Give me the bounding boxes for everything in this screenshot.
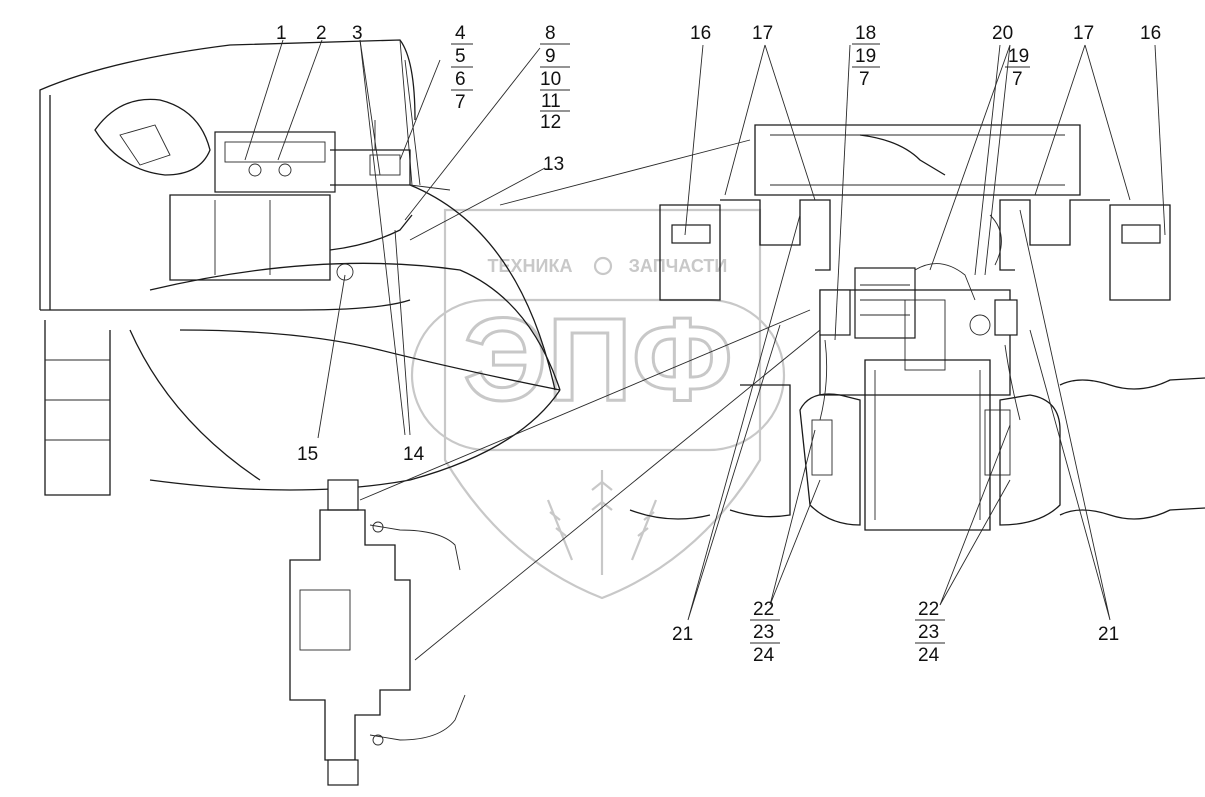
watermark-right-caption: ЗАПЧАСТИ: [629, 256, 728, 276]
callout-20: 20: [992, 23, 1013, 44]
callout-10: 10: [540, 69, 561, 90]
callout-22-left: 22: [753, 599, 774, 620]
callout-23-left: 23: [753, 622, 774, 643]
callout-16-left: 16: [690, 23, 711, 44]
callout-21-left: 21: [672, 624, 693, 645]
leader-lines: [244, 39, 1166, 661]
cab-side-view: [39, 39, 561, 496]
callout-12: 12: [540, 112, 561, 133]
callout-5: 5: [455, 46, 466, 67]
callout-6: 6: [455, 69, 466, 90]
watermark-left-caption: ТЕХНИКА: [488, 256, 573, 276]
callout-labels: 1 2 3 4 5 6 7 8 9 10 11 12 13 14 15 16 1…: [276, 23, 1161, 666]
callout-21-right: 21: [1098, 624, 1119, 645]
callout-22-right: 22: [918, 599, 939, 620]
callout-9: 9: [545, 46, 556, 67]
callout-11: 11: [541, 91, 561, 112]
callout-23-right: 23: [918, 622, 939, 643]
valve-detail-view: [289, 479, 466, 786]
callout-24-right: 24: [918, 645, 940, 666]
rear-view-assembly: [629, 124, 1205, 531]
callout-4: 4: [455, 23, 466, 44]
callout-19-a: 19: [855, 46, 876, 67]
callout-7-b: 7: [1012, 69, 1023, 90]
gear-icon: [593, 256, 613, 276]
callout-8: 8: [545, 23, 556, 44]
callout-16-right: 16: [1140, 23, 1161, 44]
callout-7-a: 7: [859, 69, 870, 90]
callout-17-right: 17: [1073, 23, 1094, 44]
callout-3: 3: [352, 23, 363, 44]
callout-2: 2: [316, 23, 327, 44]
callout-1: 1: [276, 23, 287, 44]
watermark-logo-text: ЭПФ: [463, 294, 732, 426]
callout-13: 13: [543, 154, 564, 175]
callout-24-left: 24: [753, 645, 775, 666]
callout-19-b: 19: [1008, 46, 1029, 67]
watermark-logo: ЭПФ ТЕХНИКА ЗАПЧАСТИ: [410, 208, 786, 600]
callout-18: 18: [855, 23, 876, 44]
callout-7: 7: [455, 92, 466, 113]
callout-15: 15: [297, 444, 318, 465]
callout-17-left: 17: [752, 23, 773, 44]
callout-14: 14: [403, 444, 425, 465]
